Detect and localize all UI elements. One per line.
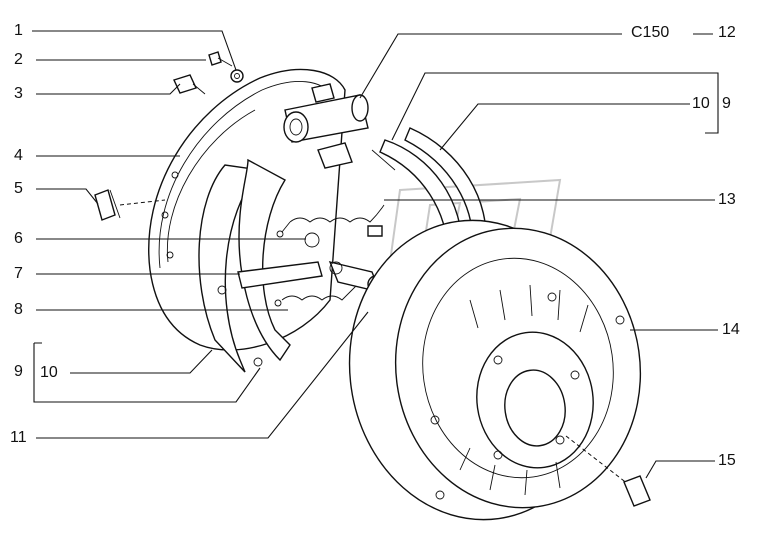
callout-9-left: 9 bbox=[14, 363, 23, 380]
bleed-screw bbox=[173, 74, 206, 95]
callout-5: 5 bbox=[14, 180, 23, 197]
diagram-code: C150 bbox=[631, 24, 670, 41]
callout-6: 6 bbox=[14, 230, 23, 247]
callout-1: 1 bbox=[14, 22, 23, 39]
callout-14: 14 bbox=[722, 321, 740, 338]
callout-8: 8 bbox=[14, 301, 23, 318]
adjuster-strut bbox=[237, 232, 323, 289]
callout-12: 12 bbox=[718, 24, 736, 41]
lower-return-spring bbox=[274, 285, 357, 307]
callout-11: 11 bbox=[10, 429, 27, 446]
leader-lines bbox=[32, 30, 719, 479]
callout-9-right: 9 bbox=[722, 95, 731, 112]
wheel-cylinder bbox=[283, 83, 369, 169]
callout-10-right: 10 bbox=[692, 95, 710, 112]
callout-10-left: 10 bbox=[40, 364, 58, 381]
callout-13: 13 bbox=[718, 191, 736, 208]
callout-3: 3 bbox=[14, 85, 23, 102]
wheel-stud bbox=[565, 435, 651, 507]
upper-return-spring bbox=[276, 204, 385, 238]
callout-2: 2 bbox=[14, 51, 23, 68]
callout-4: 4 bbox=[14, 147, 23, 164]
callout-7: 7 bbox=[14, 265, 23, 282]
brake-drum bbox=[348, 219, 642, 521]
retaining-clip bbox=[94, 189, 166, 221]
washer bbox=[230, 69, 244, 83]
callout-15: 15 bbox=[718, 452, 736, 469]
bolt bbox=[208, 51, 233, 67]
